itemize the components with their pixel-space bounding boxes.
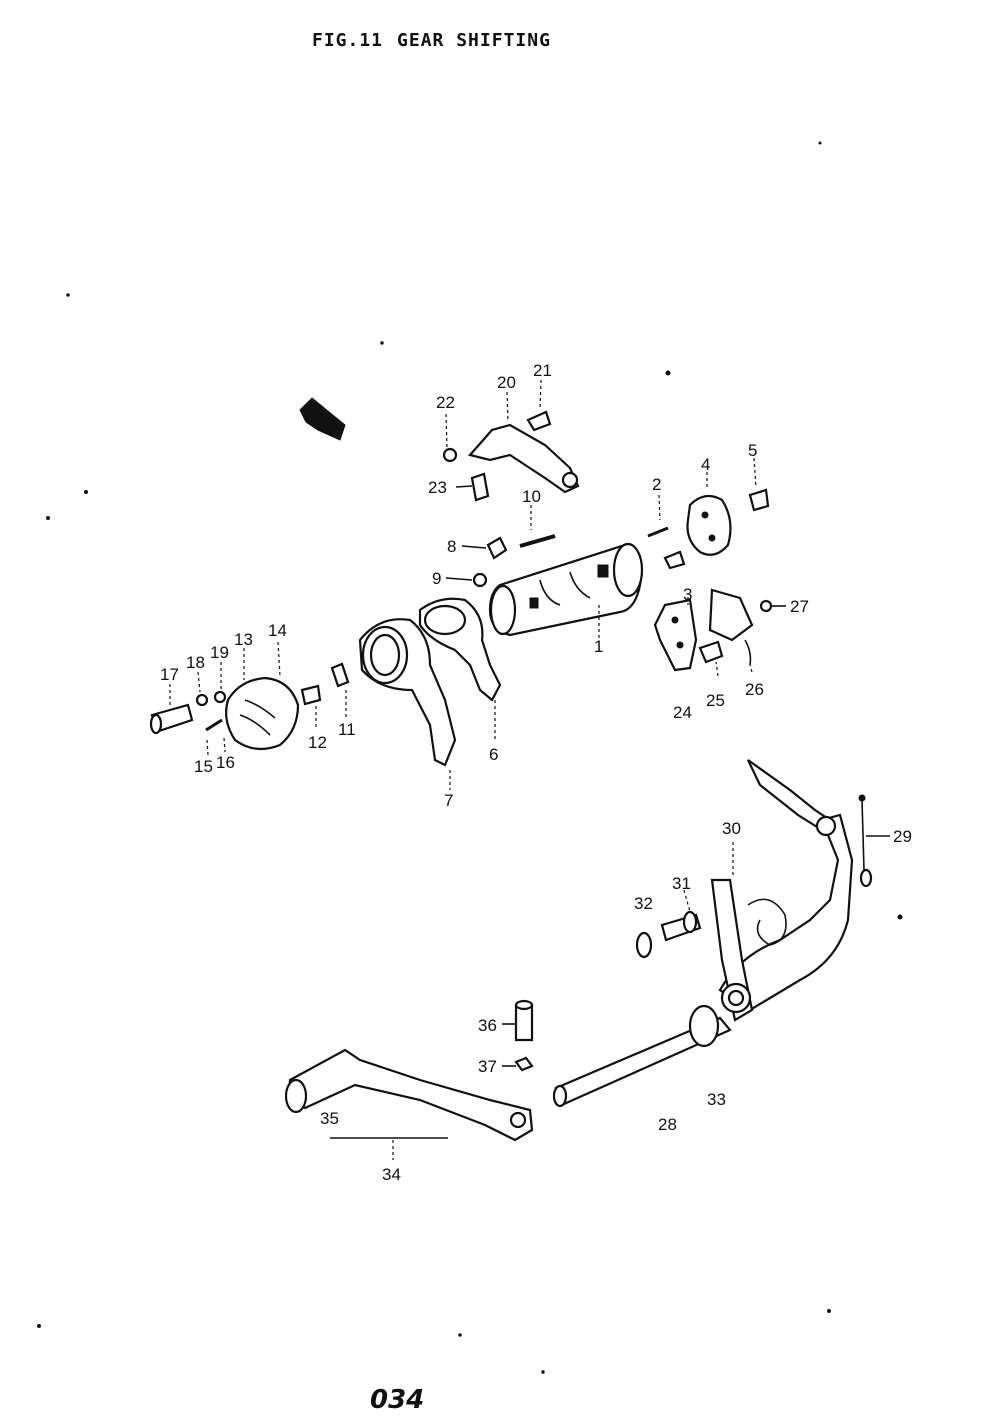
cam-stopper-arm	[653, 598, 698, 672]
washer-19	[213, 690, 227, 704]
callout-10: 10	[522, 487, 541, 506]
callout-5: 5	[748, 441, 757, 460]
callout-18: 18	[186, 653, 205, 672]
callout-22: 22	[436, 393, 455, 412]
callout-36: 36	[478, 1016, 497, 1035]
screw-15	[205, 718, 223, 732]
callout-25: 25	[706, 691, 725, 710]
washer-18	[195, 693, 209, 707]
callout-26: 26	[745, 680, 764, 699]
pin-11	[330, 662, 350, 688]
callout-34: 34	[382, 1165, 401, 1184]
callout-29: 29	[893, 827, 912, 846]
callout-15: 15	[194, 757, 213, 776]
fork-pin-8	[486, 536, 508, 560]
stopper-plate-small	[708, 588, 754, 642]
washer-22	[442, 447, 458, 463]
figure-title: FIG.11 GEAR SHIFTING	[312, 30, 565, 51]
callout-30: 30	[722, 819, 741, 838]
callout-16: 16	[216, 753, 235, 772]
callout-24: 24	[673, 703, 692, 722]
bolt-12	[300, 684, 322, 706]
figure-name: GEAR SHIFTING	[397, 30, 551, 51]
page-number: 034	[370, 1385, 425, 1415]
callout-19: 19	[210, 643, 229, 662]
callout-17: 17	[160, 665, 179, 684]
gear-position-cover	[225, 676, 300, 751]
shift-fork-shaft	[519, 534, 556, 548]
callout-23: 23	[428, 478, 447, 497]
callout-21: 21	[533, 361, 552, 380]
callout-1: 1	[594, 637, 603, 656]
oil-seal-33	[688, 1004, 720, 1048]
lever-bolt-36	[514, 1003, 534, 1042]
callout-7: 7	[444, 791, 453, 810]
callout-4: 4	[701, 455, 710, 474]
washer-32	[635, 931, 653, 959]
callout-6: 6	[489, 745, 498, 764]
callout-labels: 1 2 3 3 4 5 6 7 8 9 10 11 12 13 14 15 16…	[160, 361, 912, 1184]
callout-13: 13	[234, 630, 253, 649]
leader-lines	[169, 379, 890, 1160]
shift-arm-link	[747, 759, 832, 832]
callout-33: 33	[707, 1090, 726, 1109]
spring-26	[744, 639, 752, 666]
callout-14: 14	[268, 621, 287, 640]
cam-guide-lever	[467, 423, 580, 494]
callout-3a: 3	[683, 585, 692, 604]
callout-8: 8	[447, 537, 456, 556]
roller-9	[472, 572, 488, 588]
pin-2	[647, 526, 669, 538]
callout-31: 31	[672, 874, 691, 893]
washer-27	[759, 599, 773, 613]
figure-number: FIG.11	[312, 30, 384, 51]
gear-shift-cam	[488, 542, 644, 637]
callout-28: 28	[658, 1115, 677, 1134]
callout-12: 12	[308, 733, 327, 752]
callout-37: 37	[478, 1057, 497, 1076]
callout-20: 20	[497, 373, 516, 392]
front-direction-arrow-icon	[299, 397, 346, 441]
callout-35: 35	[320, 1109, 339, 1128]
callout-32: 32	[634, 894, 653, 913]
washer-37	[514, 1056, 534, 1072]
callout-9: 9	[432, 569, 441, 588]
callout-11: 11	[338, 720, 356, 739]
spring-23	[470, 472, 490, 502]
callout-27: 27	[790, 597, 809, 616]
screw-5	[748, 488, 770, 512]
scan-specks	[37, 141, 903, 1374]
cam-stopper-plate	[686, 494, 732, 556]
bolt-25	[698, 640, 724, 664]
callout-2: 2	[652, 475, 661, 494]
spring-29	[861, 799, 865, 871]
bolt-21	[526, 410, 552, 432]
